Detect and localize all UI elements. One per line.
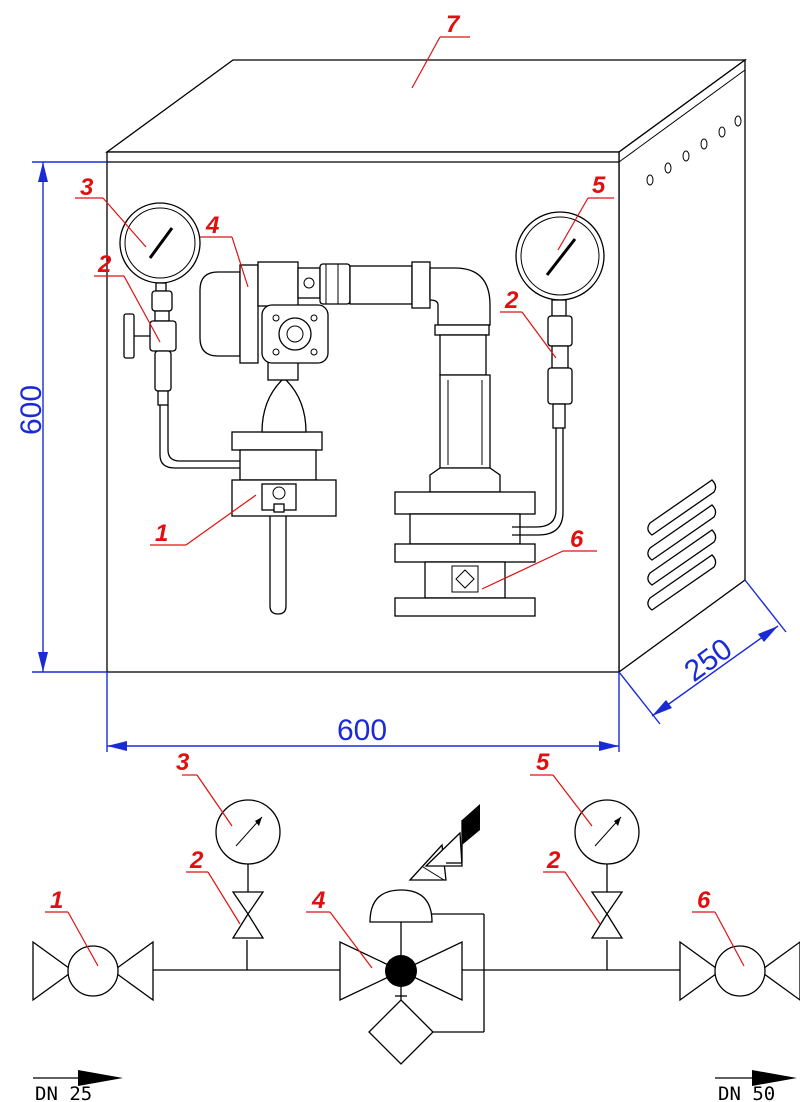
louvres — [647, 479, 717, 611]
callout-4: 4 — [205, 212, 219, 239]
pressure-regulator-4 — [199, 261, 351, 433]
ball-valve-6 — [394, 491, 536, 617]
dimension-height-label: 600 — [15, 385, 48, 435]
schematic — [32, 799, 800, 1086]
schematic-callout-2-left: 2 — [189, 847, 204, 874]
dimension-width-label: 600 — [337, 714, 387, 747]
schematic-callout-6: 6 — [697, 887, 711, 914]
gauge-3-assembly — [119, 202, 240, 469]
dimension-lines — [32, 161, 787, 752]
schematic-callout-leaders — [45, 774, 745, 969]
callout-leaders — [75, 36, 614, 590]
vent-holes — [646, 115, 742, 186]
schematic-callout-1: 1 — [50, 887, 63, 914]
callout-1: 1 — [155, 520, 168, 547]
callout-7: 7 — [446, 11, 461, 38]
inlet-size-label: DN 25 — [35, 1083, 92, 1102]
callout-5: 5 — [592, 172, 606, 199]
callout-3: 3 — [80, 174, 94, 201]
outlet-pipework — [349, 261, 501, 493]
schematic-callout-2-right: 2 — [546, 847, 561, 874]
schematic-callout-5: 5 — [536, 749, 550, 776]
callout-6: 6 — [570, 526, 584, 553]
schematic-callout-4: 4 — [311, 887, 325, 914]
ball-valve-1 — [231, 431, 337, 615]
dimension-depth-label: 250 — [678, 632, 738, 688]
schematic-callout-3: 3 — [176, 749, 190, 776]
callout-2-left: 2 — [97, 251, 112, 278]
gauge-5-assembly — [512, 211, 605, 536]
outlet-size-label: DN 50 — [718, 1083, 775, 1102]
callout-2-right: 2 — [504, 287, 519, 314]
